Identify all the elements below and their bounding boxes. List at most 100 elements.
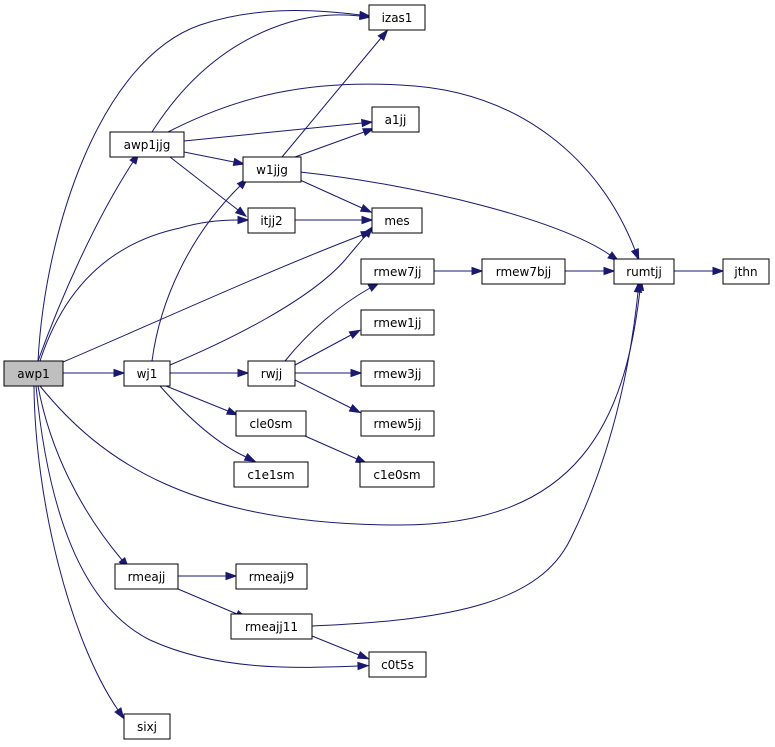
edge-wj1-to-cle0sm: [165, 385, 239, 416]
arrowhead: [225, 571, 238, 581]
edges-layer: [33, 10, 725, 720]
node-mes[interactable]: mes: [371, 207, 423, 234]
arrowhead: [361, 215, 374, 225]
node-label-wj1: wj1: [137, 367, 158, 381]
node-wj1[interactable]: wj1: [123, 360, 171, 387]
arrowhead: [361, 118, 374, 128]
edge-w1jjg-to-izas1: [281, 29, 389, 158]
node-a1jj[interactable]: a1jj: [371, 106, 420, 133]
node-rmeajj9[interactable]: rmeajj9: [235, 563, 308, 590]
arrowhead: [357, 661, 370, 671]
arrowhead: [350, 368, 363, 378]
node-awp1jjg[interactable]: awp1jjg: [109, 131, 185, 158]
edge-awp1jjg-to-rumtjj: [167, 83, 640, 261]
edge-w1jjg-to-mes: [299, 179, 373, 213]
edge-awp1-to-rmeajj: [37, 385, 130, 569]
edge-rumtjj-to-jthn: [674, 266, 725, 276]
node-label-jthn: jthn: [733, 265, 757, 279]
edge-awp1-to-awp1jjg: [37, 152, 140, 362]
edge-rwjj-to-rmew3jj: [295, 368, 363, 378]
edge-rwjj-to-rmew5jj: [294, 379, 362, 414]
node-label-c1e1sm: c1e1sm: [247, 468, 294, 482]
arrowhead: [348, 404, 362, 414]
node-itjj2[interactable]: itjj2: [247, 207, 296, 234]
arrowhead: [359, 203, 373, 213]
node-label-rmeajj9: rmeajj9: [249, 570, 294, 584]
arrowhead: [359, 11, 372, 21]
node-rmew7jj[interactable]: rmew7jj: [360, 258, 435, 285]
edge-awp1-to-wj1: [63, 368, 126, 378]
node-label-awp1jjg: awp1jjg: [124, 138, 171, 152]
node-label-itjj2: itjj2: [260, 214, 282, 228]
edge-w1jjg-to-rumtjj: [299, 171, 620, 262]
node-cle0sm[interactable]: cle0sm: [235, 410, 307, 437]
node-label-rmew5jj: rmew5jj: [374, 417, 422, 431]
node-label-cle0sm: cle0sm: [250, 417, 293, 431]
edge-rmew7jj-to-rmew7bjj: [434, 266, 484, 276]
node-c1e1sm[interactable]: c1e1sm: [233, 461, 309, 488]
edge-w1jjg-to-a1jj: [294, 128, 375, 158]
arrowhead: [377, 29, 389, 42]
node-label-rwjj: rwjj: [261, 367, 282, 381]
node-label-rmew1jj: rmew1jj: [374, 316, 422, 330]
edge-rwjj-to-rmew1jj: [294, 329, 362, 366]
node-rwjj[interactable]: rwjj: [247, 360, 296, 387]
node-rmeajj11[interactable]: rmeajj11: [230, 613, 313, 640]
arrowhead: [712, 266, 725, 276]
edge-rmeajj11-to-c0t5s: [311, 635, 370, 660]
node-rmew1jj[interactable]: rmew1jj: [360, 309, 435, 336]
node-label-a1jj: a1jj: [385, 113, 407, 127]
edge-rmeajj11-to-rumtjj: [311, 280, 643, 627]
arrowhead: [234, 206, 248, 218]
node-label-rmew7bjj: rmew7bjj: [496, 265, 552, 279]
node-rmeajj[interactable]: rmeajj: [114, 563, 179, 590]
arrowhead: [471, 266, 484, 276]
node-awp1[interactable]: awp1: [3, 360, 64, 387]
arrowhead: [630, 247, 640, 261]
edge-itjj2-to-mes: [295, 215, 374, 225]
arrowhead: [362, 226, 374, 239]
node-c0t5s[interactable]: c0t5s: [368, 651, 427, 678]
edge-awp1jjg-to-itjj2: [169, 156, 248, 218]
node-rmew7bjj[interactable]: rmew7bjj: [481, 258, 566, 285]
node-label-rmeajj11: rmeajj11: [245, 620, 298, 634]
edge-cle0sm-to-c1e0sm: [304, 435, 368, 464]
arrowhead: [356, 650, 370, 660]
node-label-c0t5s: c0t5s: [381, 658, 414, 672]
node-label-izas1: izas1: [382, 11, 413, 25]
edge-awp1-to-izas1: [37, 10, 372, 362]
node-rumtjj[interactable]: rumtjj: [613, 258, 675, 285]
node-sixj[interactable]: sixj: [123, 713, 171, 740]
node-w1jjg[interactable]: w1jjg: [242, 156, 302, 183]
node-rmew3jj[interactable]: rmew3jj: [360, 360, 435, 387]
edge-wj1-to-mes: [169, 226, 374, 366]
nodes-layer: awp1 izas1 awp1jjg a1jj w1jjg itjj2 mes: [3, 4, 770, 740]
node-c1e0sm[interactable]: c1e0sm: [359, 461, 435, 488]
node-label-c1e0sm: c1e0sm: [373, 468, 420, 482]
arrowhead: [633, 280, 643, 293]
edge-awp1jjg-to-a1jj: [183, 118, 374, 142]
edge-rmeajj-to-rmeajj9: [178, 571, 238, 581]
node-jthn[interactable]: jthn: [722, 258, 770, 285]
edge-wj1-to-rwjj: [170, 368, 250, 378]
arrowhead: [348, 329, 362, 339]
edge-awp1-to-rumtjj: [39, 278, 645, 526]
edge-rwjj-to-rmew7jj: [284, 282, 381, 362]
edge-awp1jjg-to-izas1: [151, 11, 372, 133]
node-rmew5jj[interactable]: rmew5jj: [360, 410, 435, 437]
arrowhead: [243, 452, 257, 462]
edge-rmew7bjj-to-rumtjj: [565, 266, 616, 276]
edge-awp1-to-mes: [62, 230, 373, 363]
arrowhead: [113, 368, 126, 378]
arrowhead: [603, 266, 616, 276]
arrowhead: [237, 215, 250, 225]
edge-awp1-to-c0t5s: [35, 385, 370, 671]
arrowhead: [232, 157, 246, 166]
node-label-sixj: sixj: [137, 720, 157, 734]
node-label-rmew7jj: rmew7jj: [374, 265, 422, 279]
node-label-mes: mes: [384, 214, 409, 228]
arrowhead: [362, 128, 375, 137]
arrowhead: [225, 406, 239, 416]
node-izas1[interactable]: izas1: [368, 4, 426, 31]
